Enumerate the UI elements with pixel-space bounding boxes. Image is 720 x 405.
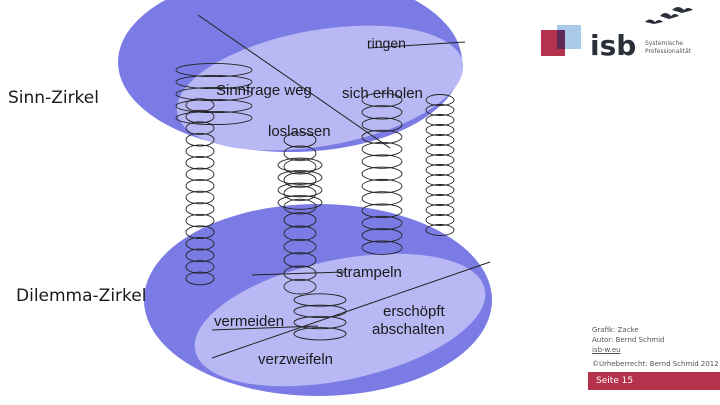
spring-coil	[361, 203, 403, 218]
logo-tagline-2: Professionalität	[645, 48, 692, 55]
spring-coil	[283, 238, 317, 255]
spring-coil	[361, 105, 403, 120]
spring-coil	[361, 240, 403, 255]
spring-coil	[361, 178, 403, 194]
word-ringen: ringen	[367, 35, 406, 51]
spring-coil	[425, 144, 455, 156]
spring-coil	[185, 260, 215, 274]
spring-coil	[361, 129, 403, 145]
footer-copyright: ©Urheberrecht: Bernd Schmid 2012	[592, 360, 719, 368]
isb-logo: isb Systemische Professionalität	[541, 7, 693, 62]
spring-coil	[185, 179, 215, 193]
spring-coil	[425, 194, 455, 206]
spring-coil	[185, 109, 215, 124]
spring-coil	[361, 191, 403, 206]
spring-coil	[425, 114, 455, 126]
spring-coil	[425, 154, 455, 166]
spring-coil	[425, 224, 455, 236]
spring-coil	[185, 271, 215, 286]
spring-coil	[185, 225, 215, 239]
word-abschalten: abschalten	[372, 321, 445, 338]
spring-coil	[425, 104, 455, 116]
spring-coil	[185, 121, 215, 135]
spring-coil	[425, 164, 455, 176]
spring-coil	[283, 145, 317, 162]
page-number-badge: Seite 15	[588, 372, 720, 390]
word-sinnfrage-weg: Sinnfrage weg	[216, 82, 312, 99]
footer-line-1: Grafik: Zacke	[592, 326, 639, 334]
spring-coil	[425, 174, 455, 186]
spring-coil	[175, 98, 253, 114]
spring-coil	[175, 74, 253, 90]
spring-coil	[283, 132, 317, 148]
spring-coil	[425, 134, 455, 146]
footer-link[interactable]: isb-w.eu	[592, 346, 621, 354]
spring-coil	[293, 315, 347, 330]
spring-coil	[283, 158, 317, 175]
spring-coil	[283, 225, 317, 242]
spring-coil	[185, 156, 215, 170]
spring-coil	[283, 198, 317, 215]
spring-coil	[175, 86, 253, 102]
spring-coil	[361, 215, 403, 231]
spring-coil	[185, 98, 215, 112]
word-vermeiden: vermeiden	[214, 313, 284, 330]
spring-coil	[361, 142, 403, 157]
sinn-zirkel-label: Sinn-Zirkel	[8, 88, 99, 108]
word-strampeln: strampeln	[336, 264, 402, 281]
spring-coil	[283, 265, 317, 282]
spring-coil	[277, 182, 323, 198]
spring-coil	[293, 293, 347, 307]
spring-coil	[361, 166, 403, 182]
spring-coil	[185, 190, 215, 205]
spring-coil	[425, 94, 455, 106]
spring-coil	[361, 228, 403, 243]
dilemma-zirkel-disc	[144, 204, 492, 396]
spring-coils	[175, 62, 455, 341]
spring-coil	[277, 170, 323, 185]
spring-coil	[361, 154, 403, 169]
bird-icon	[672, 7, 693, 13]
spring-coil	[277, 157, 323, 173]
footer-line-2: Autor: Bernd Schmid	[592, 336, 665, 344]
spring-coil	[185, 144, 215, 159]
spring-coil	[175, 62, 253, 78]
spring-coil	[425, 214, 455, 226]
spring-coil	[293, 327, 347, 341]
word-erschoepft: erschöpft	[383, 303, 446, 320]
logo-text: isb	[590, 29, 636, 62]
spring-coil	[293, 304, 347, 318]
spring-coil	[277, 195, 323, 210]
logo-tagline-1: Systemische	[645, 40, 683, 47]
bird-icon	[660, 13, 679, 19]
word-loslassen: loslassen	[268, 123, 331, 140]
spring-coil	[283, 252, 317, 268]
logo-overlap	[557, 30, 565, 49]
word-verzweifeln: verzweifeln	[258, 351, 333, 368]
spring-coil	[185, 167, 215, 182]
spring-coil	[425, 184, 455, 196]
word-sich-erholen: sich erholen	[342, 85, 423, 102]
spring-coil	[361, 92, 403, 108]
spring-coil	[185, 236, 215, 251]
spring-coil	[283, 172, 317, 188]
spring-coil	[425, 124, 455, 136]
bird-icon	[645, 19, 663, 24]
spring-coil	[425, 204, 455, 216]
spring-coil	[283, 278, 317, 295]
spring-coil	[185, 132, 215, 147]
spring-coil	[361, 117, 403, 132]
spring-coil	[175, 110, 253, 126]
dilemma-zirkel-label: Dilemma-Zirkel	[16, 286, 146, 306]
spring-coil	[185, 213, 215, 228]
spring-coil	[283, 185, 317, 202]
sinn-zirkel-disc	[118, 0, 466, 152]
spring-coil	[185, 202, 215, 216]
spring-coil	[185, 248, 215, 263]
spring-coil	[283, 212, 317, 228]
